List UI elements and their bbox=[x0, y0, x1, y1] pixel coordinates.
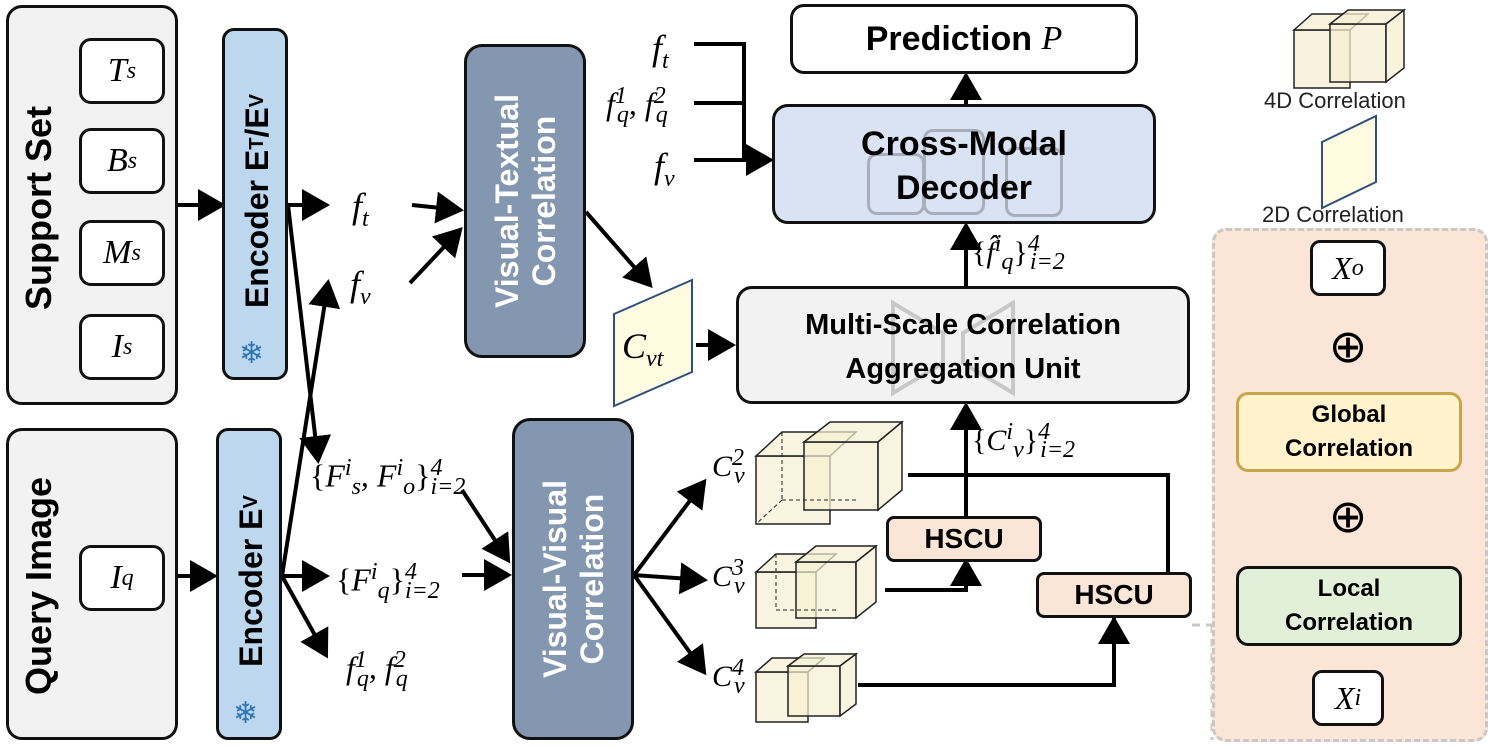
support-query-feature-set: {Fis, Fio}4i=2 bbox=[310, 455, 466, 501]
visual-textual-label: Visual-Textual Correlation bbox=[489, 94, 562, 308]
visual-correlation-set: {Civ}4i=2 bbox=[972, 419, 1076, 463]
global-label-line1: Global bbox=[1311, 401, 1387, 428]
sum-icon: ⊕ bbox=[1328, 490, 1368, 542]
cv4-label: C4v bbox=[712, 655, 745, 699]
query-feature-set: {Fiq}4i=2 bbox=[336, 559, 440, 605]
visual-textual-2d-correlation bbox=[613, 278, 693, 408]
visual-textual-correlation-block: Visual-Textual Correlation bbox=[464, 44, 586, 358]
query-low-level-features: f1q, f2q bbox=[346, 647, 408, 693]
snowflake-icon: ❄ bbox=[239, 337, 265, 370]
decoder-input-ft: ft bbox=[652, 28, 669, 75]
hscu-detail-panel bbox=[1212, 228, 1488, 742]
multi-scale-aggregation-unit: Multi-Scale Correlation Aggregation Unit bbox=[736, 286, 1190, 404]
snowflake-icon: ❄ bbox=[233, 697, 259, 730]
prediction-box: Prediction P bbox=[790, 4, 1138, 74]
legend-2d-icon bbox=[1321, 114, 1377, 210]
aggregation-label-line1: Multi-Scale Correlation bbox=[805, 309, 1121, 341]
decoder-input-fv: fv bbox=[654, 146, 675, 193]
ft-label: ft bbox=[352, 186, 369, 233]
cvt-label: Cvt bbox=[622, 326, 664, 373]
fv-label: fv bbox=[350, 264, 371, 311]
visual-visual-correlation-block: Visual-Visual Correlation bbox=[512, 418, 634, 740]
local-label-line2: Correlation bbox=[1284, 609, 1413, 636]
cv3-4d-correlation bbox=[754, 544, 879, 629]
decoder-deco-square-3 bbox=[1005, 147, 1063, 217]
sum-icon: ⊕ bbox=[1328, 320, 1368, 372]
legend-4d-label: 4D Correlation bbox=[1264, 88, 1406, 113]
cv4-4d-correlation bbox=[754, 652, 859, 723]
global-correlation-block: Global Correlation bbox=[1236, 392, 1462, 472]
decoder-label-line1: Cross-Modal bbox=[861, 125, 1067, 163]
visual-visual-label: Visual-Visual Correlation bbox=[537, 479, 610, 679]
decoder-input-fq12: f1q, f2q bbox=[606, 83, 668, 129]
cv3-label: C3v bbox=[712, 555, 745, 599]
cv2-4d-correlation bbox=[754, 420, 905, 525]
legend-2d-label: 2D Correlation bbox=[1262, 202, 1404, 227]
decoder-deco-square-2 bbox=[923, 129, 985, 215]
hscu-block-2: HSCU bbox=[1036, 572, 1192, 618]
cross-modal-decoder: Cross-Modal Decoder bbox=[772, 104, 1156, 224]
aggregation-deco-shape bbox=[891, 299, 1015, 397]
local-correlation-block: Local Correlation bbox=[1236, 566, 1462, 646]
local-label-line1: Local bbox=[1317, 575, 1381, 602]
global-label-line2: Correlation bbox=[1284, 435, 1413, 462]
aggregation-label-line2: Aggregation Unit bbox=[845, 353, 1081, 385]
legend-4d-cube-icon bbox=[1292, 8, 1407, 89]
refined-feature-set: {f̂iq}4i=2 bbox=[972, 231, 1065, 275]
cv2-label: C2v bbox=[712, 445, 745, 489]
support-set-title: Support Set bbox=[18, 106, 59, 310]
query-image-title: Query Image bbox=[18, 476, 59, 696]
hscu-block-1: HSCU bbox=[886, 516, 1042, 562]
decoder-label-line2: Decoder bbox=[895, 169, 1033, 207]
